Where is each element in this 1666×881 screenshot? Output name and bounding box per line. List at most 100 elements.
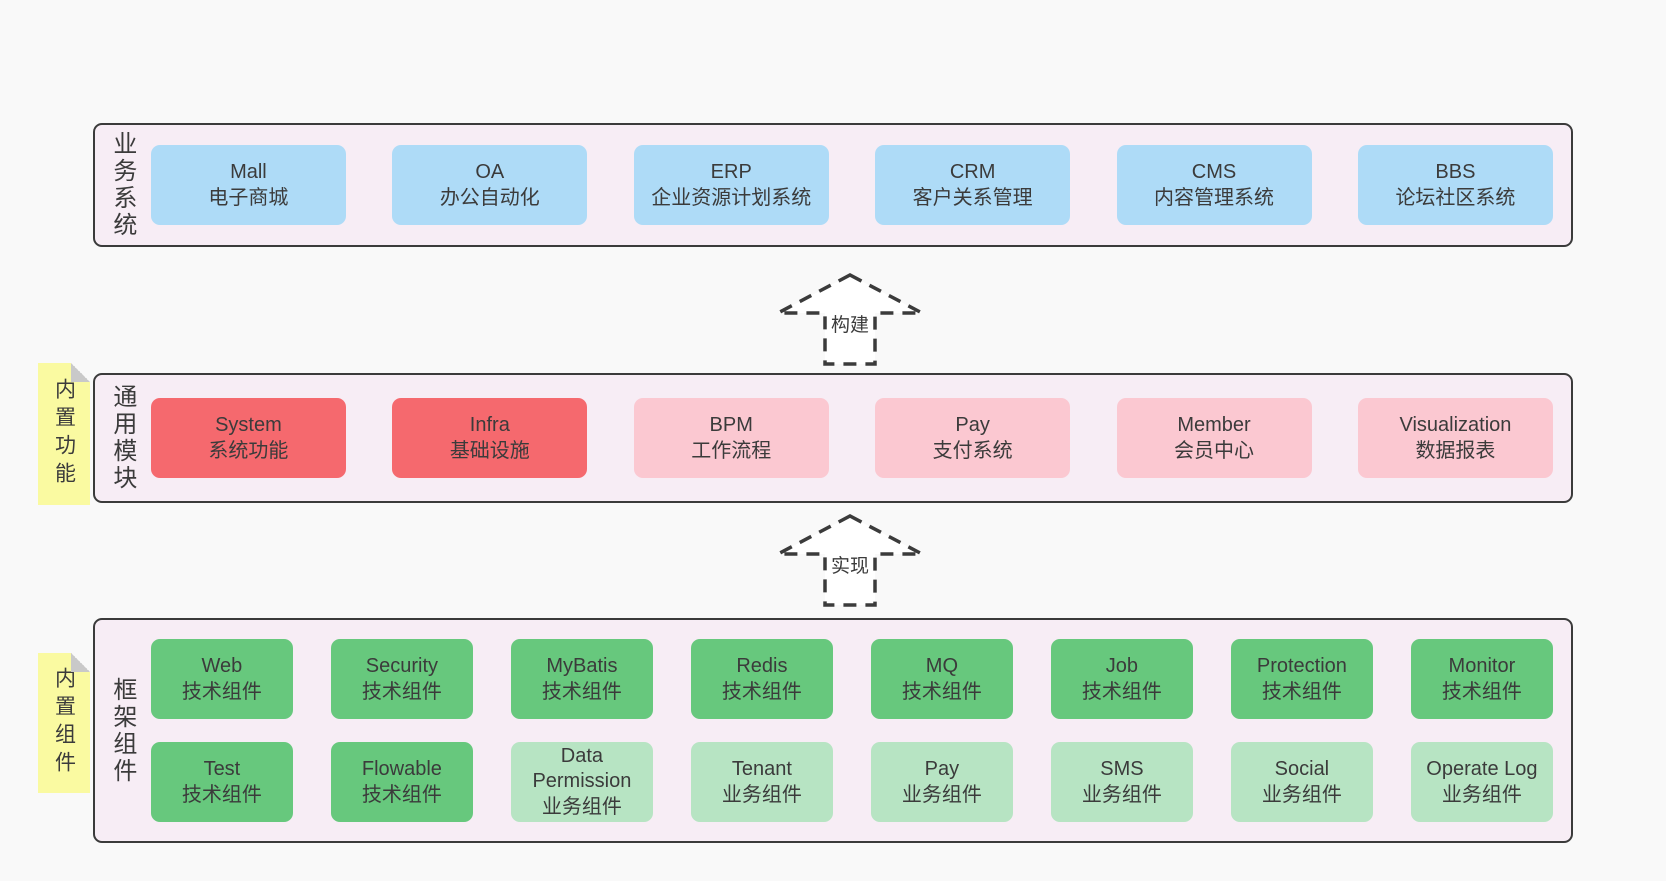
business-boxes-row: Mall 电子商城 OA 办公自动化 ERP 企业资源计划系统 CRM 客户关系… [150,145,1553,225]
box-social: Social 业务组件 [1230,742,1373,822]
box-zh-label: 业务组件 [721,783,802,806]
box-erp: ERP 企业资源计划系统 [633,145,829,225]
box-zh-label: 技术组件 [181,783,262,806]
sticky-note-built-in-components: 内置组件 [38,653,90,793]
box-en-label: Web [201,654,243,677]
box-infra: Infra 基础设施 [392,398,588,478]
box-en-label: Tenant [731,757,792,780]
box-monitor: Monitor 技术组件 [1410,639,1553,719]
box-zh-label: 客户关系管理 [912,187,1033,209]
framework-row-1: Web 技术组件 Security 技术组件 MyBatis 技术组件 Redi… [150,639,1553,719]
sticky-note-built-in-features: 内置功能 [38,363,90,505]
box-en-label: Job [1105,654,1139,677]
box-oa: OA 办公自动化 [392,145,588,225]
box-en-label: SMS [1100,757,1144,780]
box-en-label: CMS [1191,161,1237,183]
box-zh-label: 业务组件 [541,796,622,818]
box-zh-label: 技术组件 [541,680,622,703]
box-en-label: Pay [955,414,990,436]
box-operate-log: Operate Log 业务组件 [1410,742,1553,822]
box-bpm: BPM 工作流程 [633,398,829,478]
box-zh-label: 技术组件 [361,783,442,806]
box-zh-label: 电子商城 [208,187,289,209]
framework-components-panel: 框架组件 Web 技术组件 Security 技术组件 MyBatis 技术组件… [93,618,1573,843]
box-zh-label: 系统功能 [208,440,289,462]
box-en-label: ERP [710,161,752,183]
arrow-build: 构建 [775,272,925,367]
box-en-label: Pay [924,757,960,780]
box-zh-label: 业务组件 [1261,783,1342,806]
box-en-label: Operate Log [1426,757,1538,780]
modules-boxes-row: System 系统功能 Infra 基础设施 BPM 工作流程 Pay 支付系统… [150,398,1553,478]
box-zh-label: 技术组件 [1441,680,1522,703]
box-zh-label: 技术组件 [901,680,982,703]
sticky-fold-corner [71,653,90,672]
box-zh-label: 技术组件 [181,680,262,703]
business-systems-panel: 业务系统 Mall 电子商城 OA 办公自动化 ERP 企业资源计划系统 CRM… [93,123,1573,247]
box-system: System 系统功能 [150,398,346,478]
box-en-label: Test [203,757,241,780]
box-zh-label: 办公自动化 [439,187,540,209]
box-en-label: Redis [736,654,788,677]
box-zh-label: 业务组件 [1081,783,1162,806]
sticky-note-label: 内置组件 [52,667,76,779]
box-zh-label: 技术组件 [721,680,802,703]
box-mall: Mall 电子商城 [150,145,346,225]
box-en-label: BPM [709,414,753,436]
box-en-label: MyBatis [546,654,618,677]
box-zh-label: 内容管理系统 [1154,187,1275,209]
box-en-label: Data Permission [532,745,632,792]
box-en-label: CRM [949,161,996,183]
box-zh-label: 技术组件 [361,680,442,703]
box-en-label: OA [475,161,505,183]
box-zh-label: 业务组件 [901,783,982,806]
box-zh-label: 工作流程 [691,440,772,462]
framework-boxes-grid: Web 技术组件 Security 技术组件 MyBatis 技术组件 Redi… [150,639,1553,822]
box-crm: CRM 客户关系管理 [875,145,1071,225]
box-sms: SMS 业务组件 [1050,742,1193,822]
box-en-label: BBS [1435,161,1476,183]
box-bbs: BBS 论坛社区系统 [1357,145,1553,225]
box-pay-component: Pay 业务组件 [870,742,1013,822]
box-en-label: Social [1274,757,1330,780]
arrow-build-label: 构建 [827,308,873,339]
box-zh-label: 支付系统 [932,440,1013,462]
box-member: Member 会员中心 [1116,398,1312,478]
sticky-note-label: 内置功能 [52,378,76,490]
box-test: Test 技术组件 [150,742,293,822]
box-visualization: Visualization 数据报表 [1357,398,1553,478]
box-en-label: Mall [230,161,267,183]
box-en-label: Security [365,654,439,677]
panel-label-modules: 通用模块 [108,384,136,492]
box-zh-label: 技术组件 [1081,680,1162,703]
common-modules-panel: 通用模块 System 系统功能 Infra 基础设施 BPM 工作流程 Pay… [93,373,1573,503]
box-web: Web 技术组件 [150,639,293,719]
box-mybatis: MyBatis 技术组件 [510,639,653,719]
box-zh-label: 论坛社区系统 [1395,187,1516,209]
box-zh-label: 业务组件 [1441,783,1522,806]
box-mq: MQ 技术组件 [870,639,1013,719]
arrow-implement: 实现 [775,513,925,608]
box-zh-label: 会员中心 [1174,440,1255,462]
box-en-label: System [215,414,282,436]
panel-label-business: 业务系统 [108,131,136,239]
box-protection: Protection 技术组件 [1230,639,1373,719]
box-zh-label: 数据报表 [1415,440,1496,462]
box-security: Security 技术组件 [330,639,473,719]
box-pay-module: Pay 支付系统 [875,398,1071,478]
box-zh-label: 基础设施 [449,440,530,462]
box-en-label: Flowable [361,757,442,780]
arrow-implement-label: 实现 [827,549,873,580]
box-en-label: Visualization [1399,414,1512,436]
box-en-label: Infra [469,414,510,436]
box-job: Job 技术组件 [1050,639,1193,719]
box-data-permission: Data Permission 业务组件 [510,742,653,822]
box-zh-label: 技术组件 [1261,680,1342,703]
panel-label-framework: 框架组件 [108,676,136,785]
box-en-label: Monitor [1448,654,1516,677]
box-redis: Redis 技术组件 [690,639,833,719]
box-en-label: Protection [1256,654,1347,677]
box-zh-label: 企业资源计划系统 [651,187,812,209]
box-en-label: Member [1177,414,1251,436]
box-tenant: Tenant 业务组件 [690,742,833,822]
